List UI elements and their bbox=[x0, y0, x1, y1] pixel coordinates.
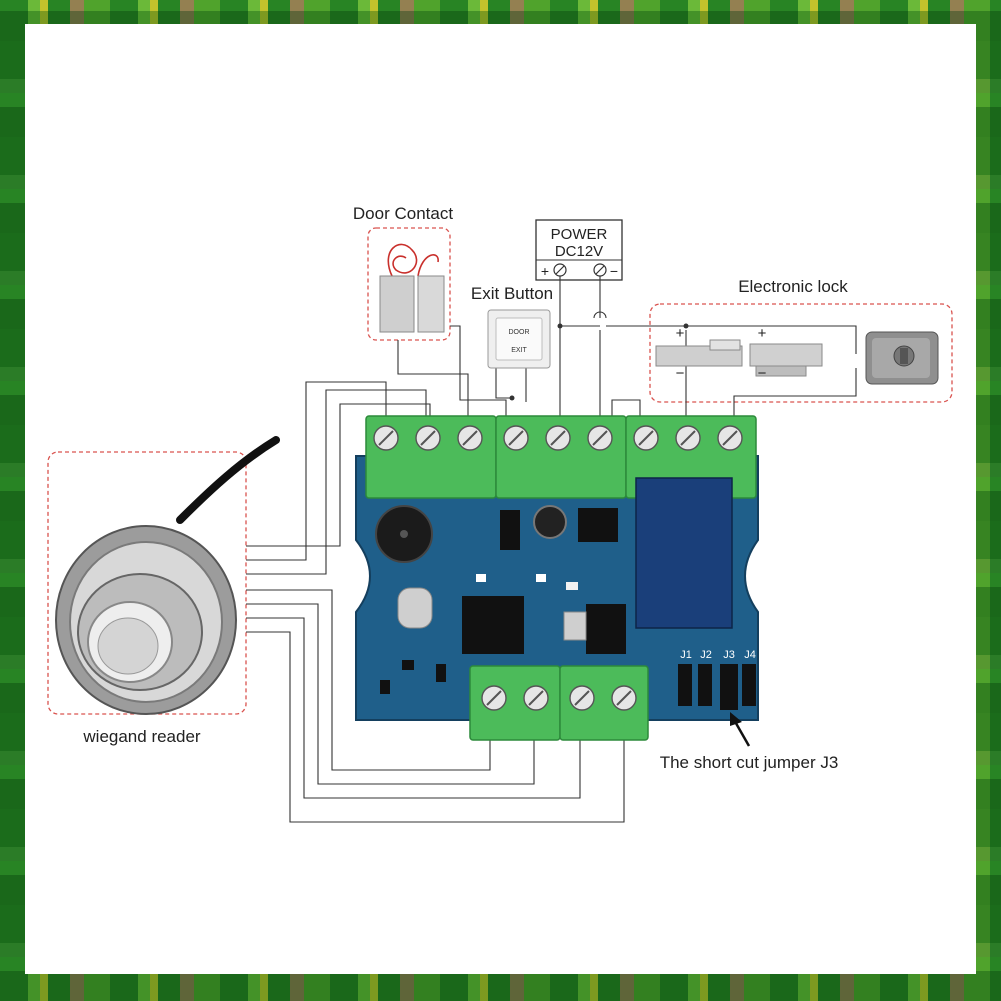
power-plus-sign: + bbox=[541, 263, 549, 279]
electronic-lock-label: Electronic lock bbox=[738, 277, 848, 296]
magnetic-lock-icon bbox=[749, 343, 823, 377]
rfid-reader-icon bbox=[55, 436, 280, 715]
arrow-icon bbox=[730, 712, 751, 747]
board-label-j1: J1 bbox=[680, 649, 692, 661]
board-label-j3: J3 bbox=[723, 649, 735, 661]
magnetic-lock-minus: − bbox=[758, 365, 767, 382]
door-contact-sensor-icon bbox=[379, 243, 445, 333]
board-label-j2: J2 bbox=[700, 649, 712, 661]
magnetic-lock-plus: + bbox=[758, 325, 767, 342]
board-label-j4: J4 bbox=[744, 649, 756, 661]
terminal-screws-top bbox=[373, 425, 743, 451]
relay bbox=[635, 477, 733, 629]
wiegand-reader-label: wiegand reader bbox=[82, 727, 201, 746]
exit-button-label: Exit Button bbox=[471, 284, 553, 303]
jumper-header bbox=[678, 664, 756, 710]
microcontroller-chip bbox=[462, 596, 524, 654]
terminal-block-cn1b bbox=[559, 665, 649, 741]
power-label: POWER bbox=[551, 226, 608, 243]
bolt-lock-icon bbox=[655, 339, 743, 367]
exit-plate-top-text: DOOR bbox=[509, 329, 530, 336]
wiring-diagram: Door Contact Exit Button Electronic lock… bbox=[47, 204, 953, 823]
crystal bbox=[397, 587, 433, 629]
door-contact-label: Door Contact bbox=[353, 204, 453, 223]
diagram-canvas: Door Contact Exit Button Electronic lock… bbox=[25, 24, 976, 974]
jumper-note-label: The short cut jumper J3 bbox=[660, 753, 839, 772]
exit-button-plate-icon: DOOR EXIT bbox=[487, 309, 551, 369]
voltage-label: DC12V bbox=[555, 243, 603, 260]
bolt-lock-plus: + bbox=[676, 325, 685, 342]
jumper-j3 bbox=[720, 664, 738, 710]
door-contact-box bbox=[367, 227, 451, 341]
bolt-lock-minus: − bbox=[676, 365, 685, 382]
terminal-screws-bottom bbox=[481, 685, 637, 711]
exit-plate-bottom-text: EXIT bbox=[511, 347, 527, 354]
electronic-lock-box bbox=[649, 303, 953, 403]
rim-lock-icon bbox=[865, 331, 939, 385]
wires bbox=[246, 276, 857, 823]
power-supply-box bbox=[535, 219, 623, 281]
capacitor bbox=[533, 505, 567, 539]
controller-board: J1 J2 J3 J4 bbox=[355, 415, 759, 741]
power-minus-sign: − bbox=[610, 263, 618, 279]
